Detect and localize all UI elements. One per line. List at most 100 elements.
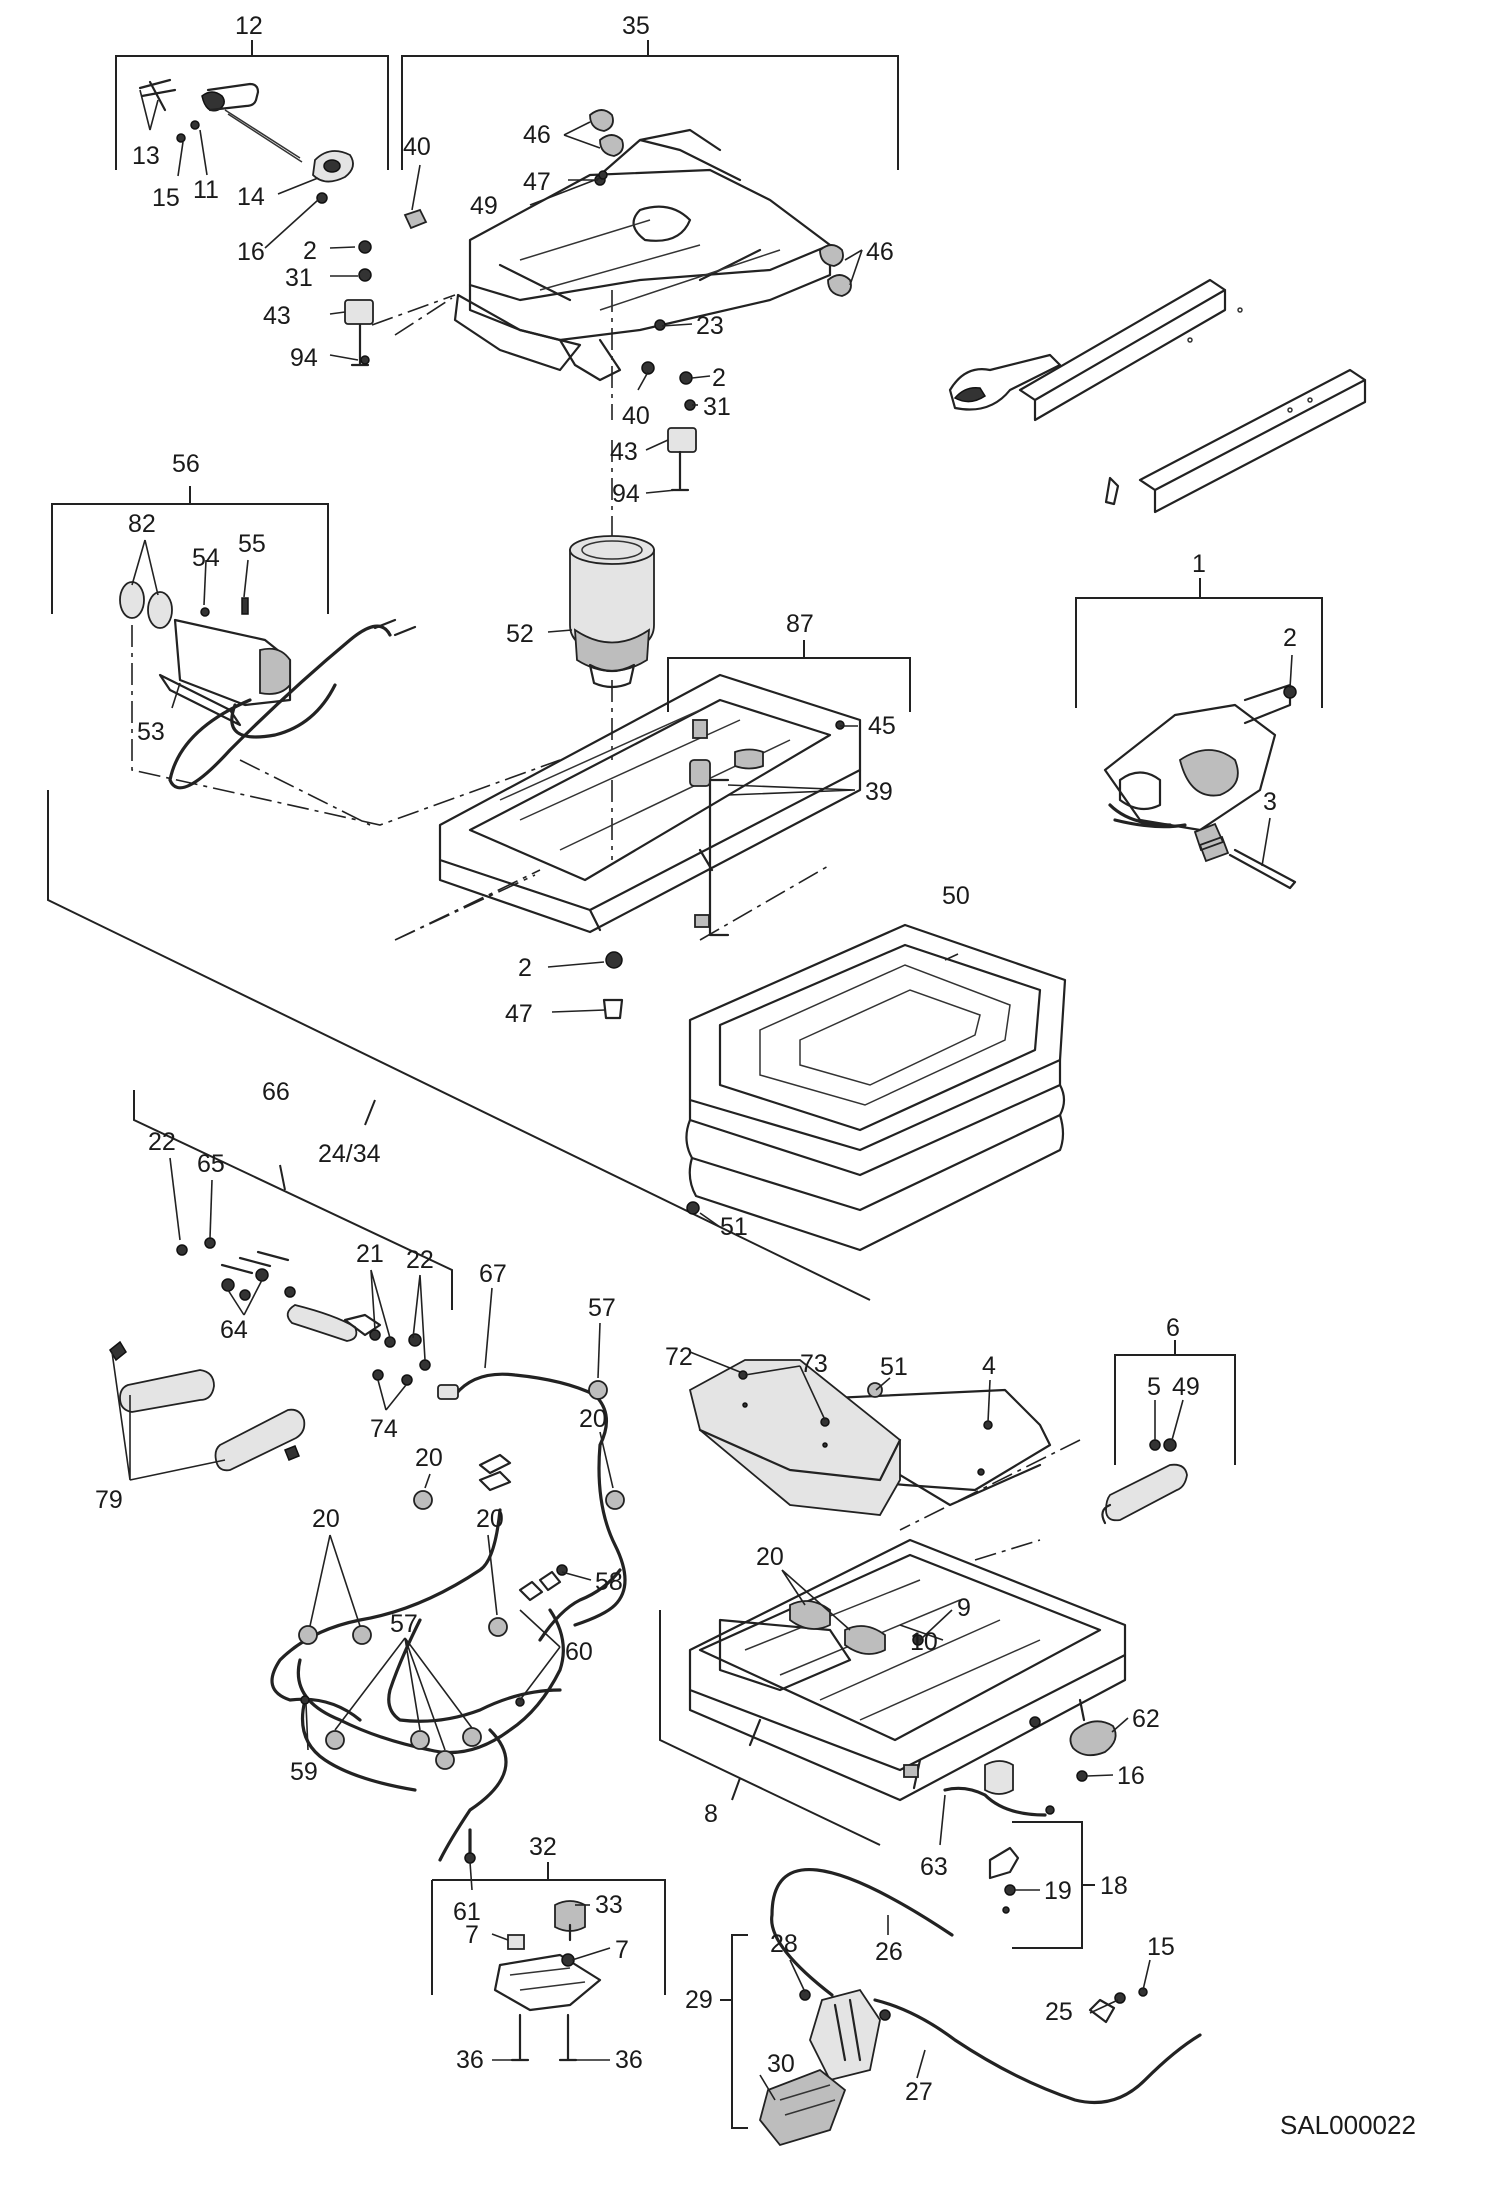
- label-5: 5: [1147, 1373, 1161, 1401]
- assembly-35-frame: [403, 109, 852, 382]
- air-spring-52: [569, 535, 655, 689]
- group-brackets: [47, 40, 1323, 2129]
- bracket-35: [401, 40, 899, 170]
- label-16b: 16: [1117, 1762, 1145, 1790]
- label-73: 73: [800, 1350, 828, 1378]
- label-40b: 40: [622, 402, 650, 430]
- label-20b: 20: [579, 1405, 607, 1433]
- label-26: 26: [875, 1938, 903, 1966]
- label-39: 39: [865, 778, 893, 806]
- label-18: 18: [1100, 1872, 1128, 1900]
- label-9: 9: [957, 1594, 971, 1622]
- label-28: 28: [770, 1930, 798, 1958]
- label-3: 3: [1263, 788, 1277, 816]
- label-6: 6: [1166, 1314, 1180, 1342]
- label-65: 65: [197, 1150, 225, 1178]
- assembly-87-base: [438, 673, 862, 1020]
- bracket-29: [720, 1934, 748, 2129]
- label-2: 2: [303, 237, 317, 265]
- assembly-8-frame: [688, 1538, 1127, 1802]
- label-51b: 51: [880, 1353, 908, 1381]
- label-49: 49: [470, 192, 498, 220]
- label-57b: 57: [390, 1610, 418, 1638]
- label-51: 51: [720, 1213, 748, 1241]
- label-54: 54: [192, 544, 220, 572]
- bracket-1: [1075, 578, 1323, 708]
- part-16-bolt: [316, 192, 328, 204]
- label-27: 27: [905, 2078, 933, 2106]
- cable-harness: [270, 1372, 627, 1864]
- bracket-66: [133, 1090, 453, 1310]
- label-49b: 49: [1172, 1373, 1200, 1401]
- bracket-6: [1114, 1340, 1236, 1465]
- label-22: 22: [148, 1128, 176, 1156]
- label-2d: 2: [518, 954, 532, 982]
- label-40: 40: [403, 133, 431, 161]
- bracket-32: [431, 1862, 666, 1995]
- label-94: 94: [290, 344, 318, 372]
- diagram-code: SAL000022: [1280, 2110, 1416, 2140]
- bracket-8: [659, 1610, 881, 1846]
- bolts-left-upper: [344, 240, 374, 367]
- label-43b: 43: [610, 438, 638, 466]
- label-11: 11: [193, 176, 219, 204]
- label-13: 13: [132, 142, 160, 170]
- label-74: 74: [370, 1415, 398, 1443]
- assembly-6: [1101, 1438, 1188, 1525]
- label-45: 45: [868, 712, 896, 740]
- label-32: 32: [529, 1833, 557, 1861]
- assembly-lines: [131, 290, 1081, 1561]
- part-63: [943, 1760, 1055, 1817]
- label-7b: 7: [615, 1936, 629, 1964]
- label-57: 57: [588, 1294, 616, 1322]
- label-66: 66: [262, 1078, 290, 1106]
- label-59: 59: [290, 1758, 318, 1786]
- label-46b: 46: [866, 238, 894, 266]
- label-19: 19: [1044, 1877, 1072, 1905]
- label-52: 52: [506, 620, 534, 648]
- label-20c: 20: [312, 1505, 340, 1533]
- callout-labels: 12 35 13 15 11 14 16 2 31 43 94 40 46 47…: [95, 12, 1297, 2106]
- label-16: 16: [237, 238, 265, 266]
- label-53: 53: [137, 718, 165, 746]
- label-24-34: 24/34: [318, 1140, 381, 1168]
- assembly-66-controls: [176, 1237, 431, 1386]
- label-58: 58: [595, 1568, 623, 1596]
- label-30: 30: [767, 2050, 795, 2078]
- label-31b: 31: [703, 393, 731, 421]
- assembly-1-valve: [1103, 683, 1297, 890]
- parts-62-16: [1069, 1720, 1117, 1782]
- label-25: 25: [1045, 1998, 1073, 2026]
- seat-pan-4-72: [688, 1359, 1052, 1516]
- label-29: 29: [685, 1986, 713, 2014]
- label-14: 14: [237, 183, 265, 211]
- label-43: 43: [263, 302, 291, 330]
- assembly-12-lever: [138, 78, 354, 204]
- bracket-24-34: [47, 790, 871, 1301]
- label-21: 21: [356, 1240, 384, 1268]
- label-2c: 2: [1283, 624, 1297, 652]
- assembly-56-compressor: [119, 581, 417, 790]
- bolts-right-upper: [667, 371, 697, 492]
- label-36b: 36: [615, 2046, 643, 2074]
- label-47: 47: [523, 168, 551, 196]
- handles-79: [109, 1340, 306, 1472]
- label-1: 1: [1192, 550, 1206, 578]
- label-23: 23: [696, 312, 724, 340]
- label-62: 62: [1132, 1705, 1160, 1733]
- label-36a: 36: [456, 2046, 484, 2074]
- label-8: 8: [704, 1800, 718, 1828]
- bracket-87: [667, 640, 911, 712]
- bracket-56: [51, 486, 329, 614]
- label-87: 87: [786, 610, 814, 638]
- label-60: 60: [565, 1638, 593, 1666]
- label-56: 56: [172, 450, 200, 478]
- label-64: 64: [220, 1316, 248, 1344]
- label-7a: 7: [465, 1921, 479, 1949]
- label-55: 55: [238, 530, 266, 558]
- label-35: 35: [622, 12, 650, 40]
- label-20e: 20: [756, 1543, 784, 1571]
- label-20d: 20: [476, 1505, 504, 1533]
